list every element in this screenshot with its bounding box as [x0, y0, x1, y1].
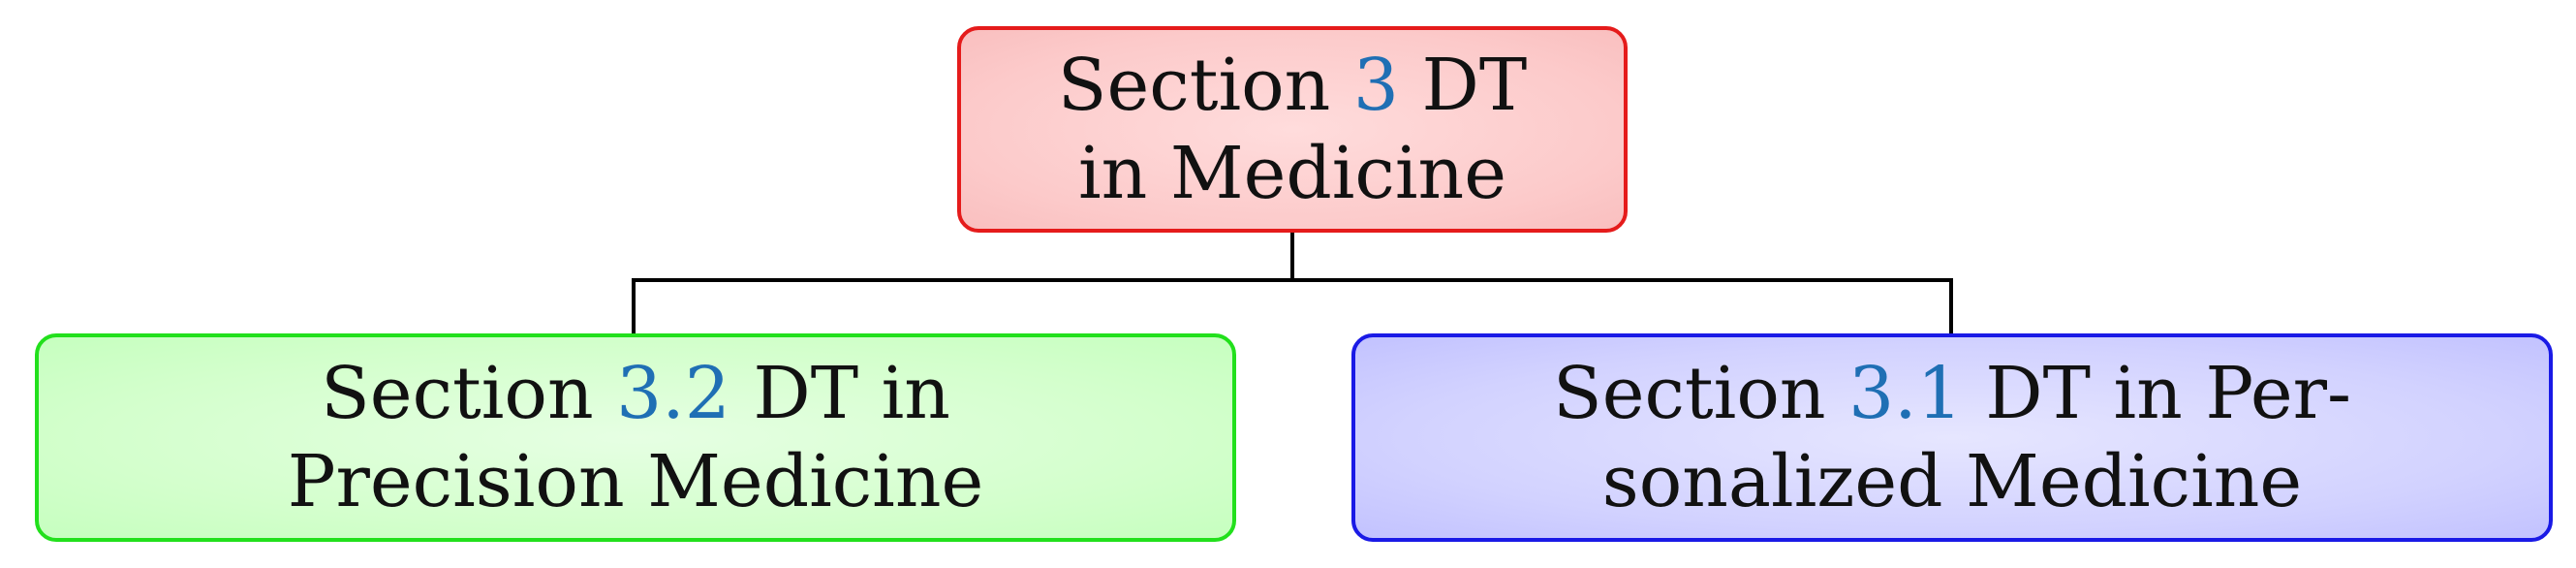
root-node-dt-in-medicine: Section 3 DT in Medicine — [957, 26, 1628, 233]
child-node-precision-medicine: Section 3.2 DT in Precision Medicine — [35, 333, 1236, 542]
root-label-line-2: in Medicine — [1077, 131, 1506, 215]
root-section-prefix: Section — [1057, 44, 1353, 128]
right-section-suffix: DT in Per- — [1962, 352, 2351, 436]
left-node-label: Section 3.2 DT in Precision Medicine — [288, 350, 984, 525]
root-section-ref-link[interactable]: 3 — [1352, 44, 1399, 128]
child-node-personalized-medicine: Section 3.1 DT in Per- sonalized Medicin… — [1351, 333, 2553, 542]
left-section-suffix: DT in — [729, 352, 950, 436]
right-section-prefix: Section — [1553, 352, 1849, 436]
root-section-suffix: DT — [1398, 44, 1528, 128]
right-label-line-2: sonalized Medicine — [1601, 439, 2303, 523]
right-node-label: Section 3.1 DT in Per- sonalized Medicin… — [1553, 350, 2351, 525]
left-section-prefix: Section — [321, 352, 617, 436]
right-label-line-1: Section 3.1 DT in Per- — [1553, 350, 2351, 437]
left-section-ref-link[interactable]: 3.2 — [616, 352, 730, 436]
right-section-ref-link[interactable]: 3.1 — [1848, 352, 1963, 436]
root-node-label: Section 3 DT in Medicine — [1058, 42, 1527, 217]
root-label-line-1: Section 3 DT — [1058, 42, 1527, 129]
left-label-line-2: Precision Medicine — [287, 439, 984, 523]
left-label-line-1: Section 3.2 DT in — [288, 350, 984, 437]
